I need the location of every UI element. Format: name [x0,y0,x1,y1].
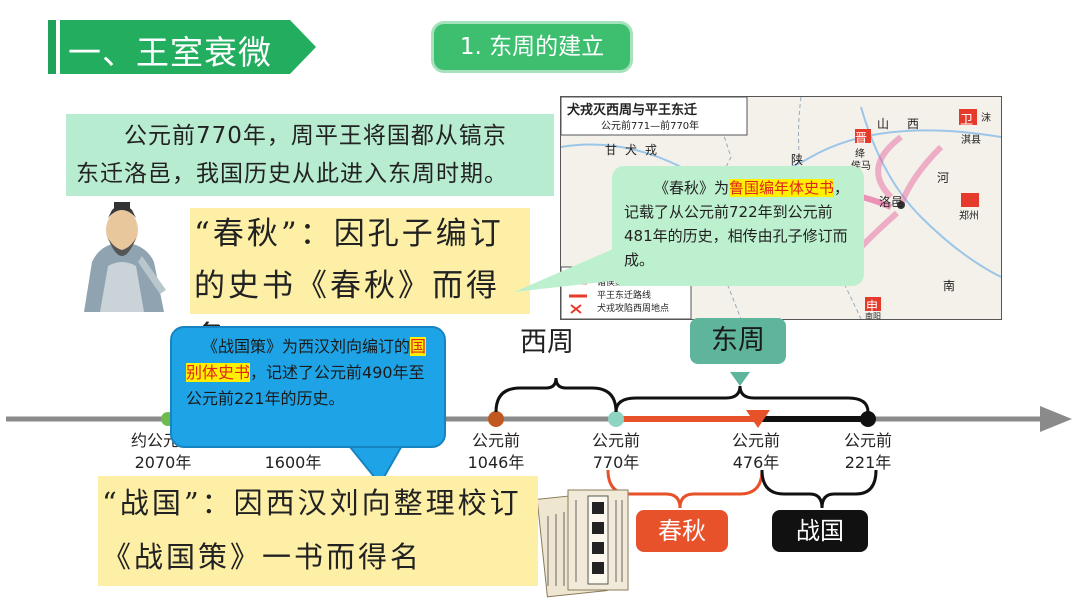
map-place-houma: 侯马 [851,161,871,172]
chunqiu-line-1: “春秋”：因孔子编订 [194,216,504,252]
label-line2: 221年 [844,453,892,472]
intro-line-1: 公元前770年，周平王将国都从镐京 [124,123,507,149]
timeline-label-770: 公元前 770年 [571,430,661,474]
map-place-nanyang: 南阳 [865,312,881,320]
map-place-rong: 戎 [645,143,658,157]
map-place-zhengzhou: 郑州 [959,211,979,222]
map-place-xi: 西 [907,117,920,131]
title-banner: 一、王室衰微 [48,20,316,74]
map-place-qixian: 淇县 [961,135,981,146]
map-place-jiang: 绛 [855,149,865,160]
era-chunqiu-badge: 春秋 [636,510,728,552]
label-line2: 2070年 [134,453,192,472]
intro-note: 公元前770年，周平王将国都从镐京 东迁洛邑，我国历史从此进入东周时期。 [66,114,554,196]
legend-item: 犬戎攻陷西周地点 [597,304,670,314]
timeline-label-476: 公元前 476年 [711,430,801,474]
map-place-gan: 甘 [605,143,618,157]
label-line1: 公元前 [591,431,640,450]
map-place-quan: 犬 [625,143,638,157]
legend-item: 平王东迁路线 [597,291,652,301]
timeline-label-1046: 公元前 1046年 [451,430,541,474]
label-line2: 1046年 [467,453,525,472]
era-xizhou: 西周 [520,327,574,358]
zhanguo-line-1: “战国”：因西汉刘向整理校订 [102,486,522,520]
zhanguo-origin-box: “战国”：因西汉刘向整理校订 《战国策》一书而得名 [98,476,538,586]
map-place-jin: 晋 [855,131,868,145]
label-line1: 公元前 [471,431,520,450]
page-title: 一、王室衰微 [68,33,272,72]
callout-blue-pre: 《战国策》为西汉刘向编订的 [202,337,411,356]
section-heading[interactable]: 1. 东周的建立 [434,24,630,70]
intro-line-2: 东迁洛邑，我国历史从此进入东周时期。 [76,161,508,187]
banner-arrow [290,20,316,74]
map-title: 犬戎灭西周与平王东迁 [567,103,698,118]
zhanguoce-callout: 《战国策》为西汉刘向编订的国别体史书，记述了公元前490年至公元前221年的历史… [170,326,446,448]
banner-body [60,20,290,74]
banner-bar [48,20,56,74]
map-place-shan: 山 [877,117,890,131]
callout-green-highlight: 鲁国编年体史书 [729,179,835,197]
label-line1: 公元前 [843,431,892,450]
callout-green-pre: 《春秋》为 [654,179,730,197]
era-zhanguo-badge: 战国 [772,510,868,552]
map-place-shen: 申 [866,299,879,313]
map-place-mo: 沫 [981,113,991,124]
green-callout-pointer [514,246,620,292]
label-line2: 1600年 [264,453,322,472]
chunqiu-origin-box: “春秋”：因孔子编订 的史书《春秋》而得名 [190,208,530,356]
callout-green-post: ，记载了从公元前722年到公元前481年的历史，相传由孔子修订而成。 [624,179,850,269]
timeline-label-221: 公元前 221年 [823,430,913,474]
map-place-wei: 卫 [960,113,974,128]
confucius-portrait [84,202,166,312]
map-subtitle: 公元前771—前770年 [601,121,700,132]
label-line2: 476年 [732,453,780,472]
map-place-luoyi: 洛邑 [879,195,904,209]
map-place-shan2: 陕 [791,153,804,167]
era-dongzhou-badge: 东周 [690,318,786,364]
map-place-he: 河 [937,171,950,185]
chunqiu-callout: 《春秋》为鲁国编年体史书，记载了从公元前722年到公元前481年的历史，相传由孔… [612,166,864,286]
ancient-book-image [538,489,629,598]
label-line1: 公元前 [731,431,780,450]
label-line2: 770年 [592,453,640,472]
zhanguo-line-2: 《战国策》一书而得名 [102,540,423,574]
timeline-label-1600: 1600年 [248,452,338,474]
callout-blue-post: ，记述了公元前490年至公元前221年的历史。 [186,363,425,408]
map-place-nan: 南 [943,279,956,293]
